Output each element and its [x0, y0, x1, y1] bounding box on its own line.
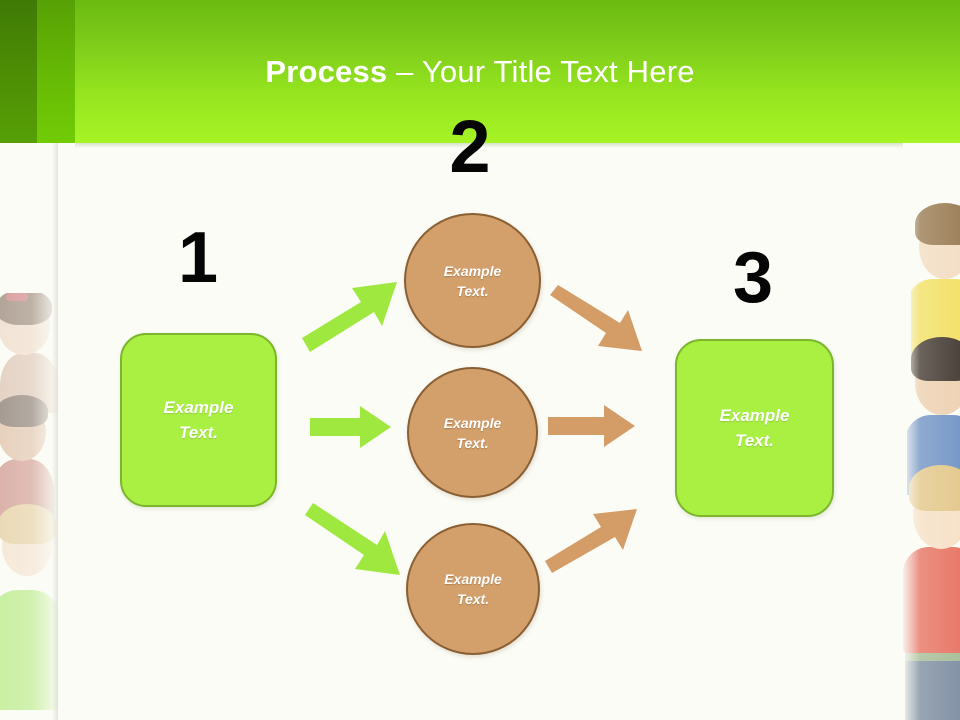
step-2-circle-1-label: Example Text.: [443, 262, 502, 299]
page-title-strong: Process: [265, 54, 388, 89]
step-2-circle-2[interactable]: Example Text.: [407, 367, 538, 498]
step-2-circle-1[interactable]: Example Text.: [404, 213, 541, 348]
arrow-green-up-icon: [302, 282, 397, 352]
step-1-box[interactable]: Example Text.: [120, 333, 277, 507]
header-band-shadow: [75, 143, 960, 148]
arrow-brown-up-icon: [545, 509, 637, 573]
step-3-box[interactable]: Example Text.: [675, 339, 834, 517]
step-2-circle-3[interactable]: Example Text.: [406, 523, 540, 655]
arrow-brown-down-icon: [550, 285, 642, 351]
arrow-green-down-icon: [305, 503, 400, 575]
page-title-rest: – Your Title Text Here: [387, 54, 695, 89]
step-2-circle-3-label: Example Text.: [444, 571, 502, 607]
step-number-1: 1: [177, 218, 219, 298]
step-1-box-label: Example Text.: [163, 398, 234, 442]
photo-strip-left: [0, 143, 58, 720]
step-3-box-label: Example Text.: [719, 406, 790, 450]
step-number-2: 2: [449, 105, 491, 188]
step-number-3: 3: [732, 238, 774, 318]
step-2-circle-2-label: Example Text.: [443, 414, 502, 451]
photo-strip-right: [903, 143, 960, 720]
photo-strip-left-wash: [0, 143, 58, 720]
header-band-dark-stripe: [0, 0, 37, 143]
arrow-green-straight-icon: [310, 406, 391, 448]
header-band-mid-stripe: [37, 0, 75, 143]
page-title: Process – Your Title Text Here: [0, 52, 960, 92]
arrow-brown-straight-icon: [548, 405, 635, 447]
header-band-main: [75, 0, 960, 143]
header-band: [0, 0, 960, 143]
photo-strip-right-wash: [903, 143, 960, 720]
photo-strip-left-edge: [52, 143, 58, 720]
